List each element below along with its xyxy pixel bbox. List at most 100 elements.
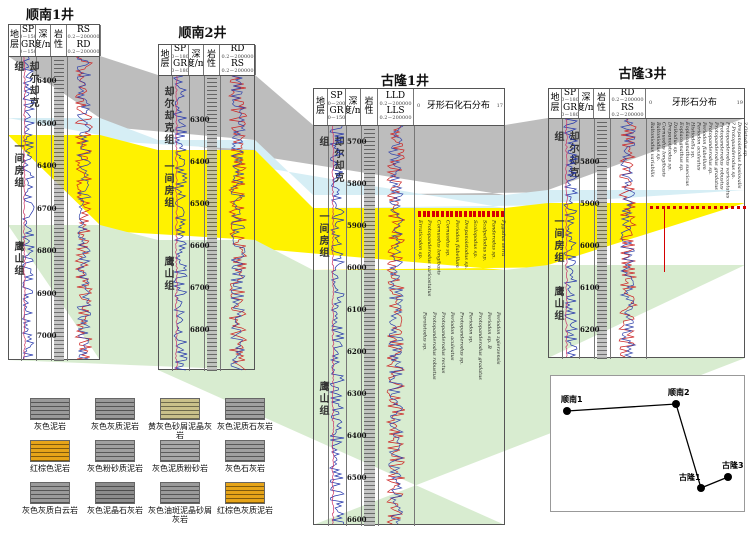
res-top-range: 0.2－200000 bbox=[67, 34, 100, 41]
depth-label: 6000 bbox=[347, 263, 367, 272]
well-header: 地层SP0－180GR0－180深度/m岩性RD0.2－200000RS0.2－… bbox=[159, 45, 256, 76]
depth-label: 6500 bbox=[347, 473, 367, 482]
well-title: 古隆3井 bbox=[618, 67, 667, 82]
legend-item: 灰色粉砂质泥岩 bbox=[83, 440, 147, 474]
legend-label: 灰色灰质泥岩 bbox=[91, 422, 139, 431]
depth-label: 5800 bbox=[580, 157, 600, 166]
fossil-name: Dzikodus sp. bbox=[672, 122, 679, 155]
gr-range: 0－180 bbox=[562, 111, 579, 118]
legend-label: 灰色泥晶石灰岩 bbox=[87, 506, 143, 515]
well-location-marker bbox=[563, 407, 571, 415]
res-bottom-range: 0.2－200000 bbox=[221, 68, 254, 75]
column-divider bbox=[21, 57, 22, 361]
fossil-name: Baltoniodus sp. bbox=[654, 122, 661, 162]
fossil-occurrence-dot bbox=[684, 206, 688, 209]
column-divider bbox=[378, 126, 379, 526]
fossil-occurrence-dot bbox=[441, 211, 444, 217]
sp-curve bbox=[331, 125, 335, 525]
formation-label: 鹰山组 bbox=[552, 286, 563, 322]
formation-label: 一间房组 bbox=[552, 216, 563, 264]
column-divider bbox=[414, 126, 415, 526]
formation-label: 却尔却克组 bbox=[162, 86, 173, 146]
fossil-occurrence-dot bbox=[431, 211, 435, 217]
header-cell: 岩性 bbox=[361, 89, 378, 125]
depth-label: 6100 bbox=[580, 283, 600, 292]
fossil-occurrence-dot bbox=[650, 206, 653, 209]
res-bottom-range: 0.2－200000 bbox=[379, 115, 412, 122]
depth-label: 6200 bbox=[580, 325, 600, 334]
header-cell: 岩性 bbox=[594, 89, 610, 118]
res-bottom-header: RS bbox=[621, 102, 634, 113]
fossil-occurrence-dot bbox=[708, 206, 711, 209]
fossil-occurrence-dot bbox=[655, 206, 659, 209]
well-title: 顺南1井 bbox=[26, 8, 75, 23]
depth-label: 6800 bbox=[190, 325, 210, 334]
sp-range: 0－150 bbox=[21, 34, 36, 41]
fossil-occurrence-dot bbox=[422, 211, 426, 217]
header-cell: 地层 bbox=[549, 89, 562, 118]
depth-label: 6500 bbox=[37, 118, 57, 128]
fossil-name: Periodon flabellum bbox=[453, 220, 460, 268]
fossil-occurrence-dot bbox=[459, 211, 463, 217]
strata-header: 地层 bbox=[9, 30, 19, 50]
fossil-name: Erraticodon sp. bbox=[417, 220, 423, 260]
well-trace-line bbox=[566, 403, 729, 489]
sp-curve bbox=[175, 75, 178, 371]
legend-swatch bbox=[95, 482, 135, 504]
fossil-occurrence-dot bbox=[491, 211, 495, 217]
legend-swatch bbox=[30, 440, 70, 462]
well-title: 古隆1井 bbox=[381, 74, 430, 89]
fossil-name: Drepanoistodus sp. bbox=[666, 122, 673, 171]
fossil-name: Eoplacognathus sp. bbox=[678, 122, 684, 172]
fossil-name: Protopanderodus sp. bbox=[707, 122, 713, 175]
depth-label: 5800 bbox=[347, 179, 367, 188]
legend-item: 灰色泥岩 bbox=[18, 398, 82, 432]
column-divider bbox=[346, 126, 347, 526]
resistivity-curve-2 bbox=[76, 56, 92, 360]
fossil-occurrence-dot bbox=[418, 211, 421, 217]
res-bottom-range: 0.2－200000 bbox=[67, 48, 100, 55]
fossil-name: Cornuodus longibasis bbox=[435, 220, 442, 275]
sp-range: 0－200 bbox=[328, 100, 346, 107]
fossil-name: Scolopodus sp. bbox=[472, 220, 479, 258]
legend-item: 黄灰色砂屑泥晶灰岩 bbox=[148, 398, 212, 441]
fossil-occurrence-dot bbox=[742, 206, 746, 209]
column-divider bbox=[610, 119, 611, 359]
fossil-name: Drepanoistodus basiovalis bbox=[736, 122, 742, 189]
legend-item: 红棕色泥岩 bbox=[18, 440, 82, 474]
well-column-sn1: 地层SP0－150GR0－150深度/m岩性RS0.2－200000RD0.2－… bbox=[8, 24, 101, 361]
fossil-name: Histiodella sp. bbox=[689, 122, 696, 159]
formation-label: 鹰山组 bbox=[162, 256, 173, 292]
res-top-header: RD bbox=[230, 45, 245, 55]
legend-swatch bbox=[30, 482, 70, 504]
legend-swatch bbox=[225, 398, 265, 420]
well-header: 地层SP0－200GR0－150深度/m岩性LLD0.2－200000LLS0.… bbox=[314, 89, 504, 126]
gr-header: GR bbox=[329, 106, 344, 116]
header-cell: 地层 bbox=[9, 25, 21, 56]
depth-header: 深度/m bbox=[36, 30, 50, 50]
column-divider bbox=[562, 119, 563, 359]
log-curves bbox=[328, 125, 406, 525]
res-top-header: RS bbox=[77, 25, 90, 35]
zone-blue-marker bbox=[8, 118, 745, 208]
fossil-occurrence-dot bbox=[427, 211, 431, 217]
depth-label: 7000 bbox=[37, 331, 57, 340]
header-cell: SP0－150GR0－150 bbox=[21, 25, 36, 56]
depth-label: 6400 bbox=[347, 431, 367, 440]
depth-header: 深度/m bbox=[346, 96, 360, 116]
fossil-axis-min: 0 bbox=[417, 103, 421, 110]
legend-item: 灰色灰质泥岩 bbox=[83, 398, 147, 432]
fossil-occurrence-dot bbox=[477, 211, 481, 217]
lithology-header: 岩性 bbox=[364, 96, 374, 116]
legend-item: 灰色泥质石灰岩 bbox=[213, 398, 277, 432]
legend-label: 灰色泥质粉砂岩 bbox=[152, 464, 208, 473]
fossil-occurrence-dot bbox=[445, 211, 449, 217]
strata-header: 地层 bbox=[550, 93, 560, 113]
res-top-header: LLD bbox=[385, 91, 406, 102]
fossil-occurrence-dot bbox=[464, 211, 467, 217]
header-cell: 深度/m bbox=[579, 89, 594, 118]
